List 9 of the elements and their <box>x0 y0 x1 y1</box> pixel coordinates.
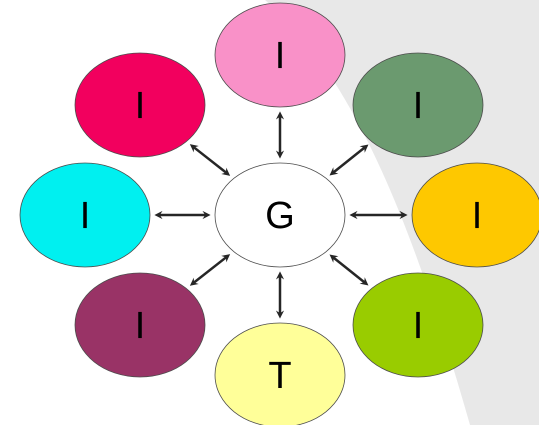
ellipse-node: I <box>74 52 206 158</box>
ellipse-node: I <box>412 162 539 268</box>
ellipse-node: I <box>352 52 484 158</box>
ellipse-node: I <box>74 272 206 378</box>
ellipse-node: T <box>214 322 346 425</box>
ellipse-node: I <box>20 162 150 268</box>
ellipse-node: I <box>214 2 346 108</box>
ellipse-node: G <box>214 162 346 268</box>
ellipse-node: I <box>352 272 484 378</box>
